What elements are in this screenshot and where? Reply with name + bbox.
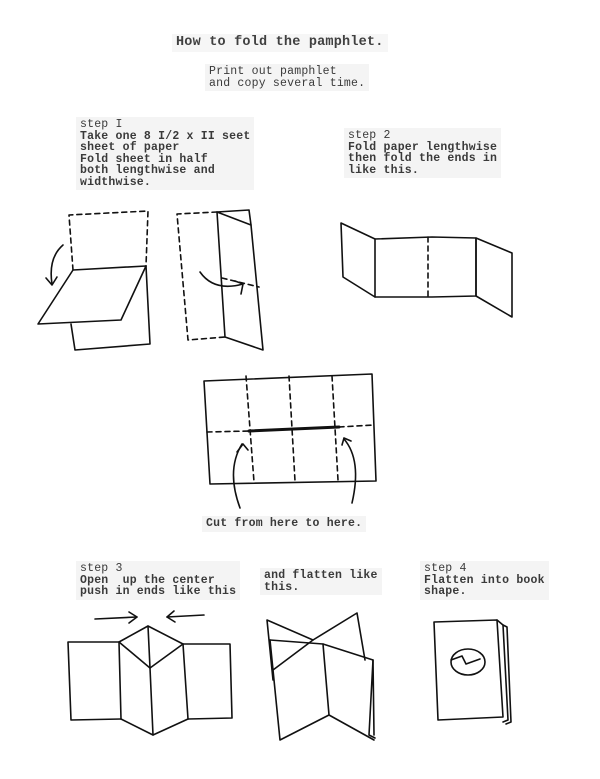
- step-3-text: step 3 Open up the center push in ends l…: [76, 561, 241, 600]
- fold-widthwise-drawing: [37, 210, 151, 351]
- step-3-label: step 3: [80, 562, 123, 575]
- step-1-text: step I Take one 8 I/2 x II seet sheet of…: [76, 117, 255, 190]
- flatten-text: and flatten like this.: [260, 568, 382, 595]
- accordion-drawing: [340, 222, 513, 318]
- step-2-text: step 2 Fold paper lengthwise then fold t…: [344, 128, 502, 178]
- cut-caption: Cut from here to here.: [202, 516, 367, 532]
- fold-lengthwise-drawing: [176, 209, 264, 351]
- booklet-drawing: [433, 619, 512, 725]
- step-1-label: step I: [80, 118, 123, 131]
- cut-sheet-drawing: [203, 373, 377, 509]
- open-center-drawing: [67, 610, 233, 736]
- step-4-text: step 4 Flatten into book shape.: [420, 561, 549, 600]
- step-2-label: step 2: [348, 129, 391, 142]
- step-4-label: step 4: [424, 562, 467, 575]
- page-title: How to fold the pamphlet.: [172, 34, 388, 52]
- intro-text: Print out pamphlet and copy several time…: [205, 64, 370, 91]
- flattened-drawing: [266, 612, 376, 741]
